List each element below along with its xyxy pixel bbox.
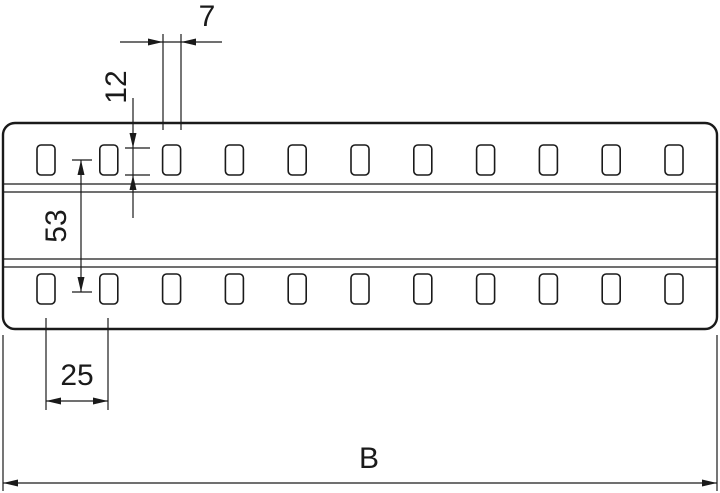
- tray-plate-outline: [1, 121, 719, 331]
- slot-holes: [36, 144, 684, 305]
- dimension-label-slot-height: 12: [100, 70, 133, 103]
- slot-hole: [350, 144, 370, 176]
- slot-hole: [601, 144, 622, 176]
- dimension-label-overall-width: B: [359, 442, 379, 475]
- rib-lines: [3, 183, 717, 268]
- slot-hole: [412, 144, 433, 176]
- slot-hole: [664, 144, 684, 176]
- slot-hole: [601, 273, 622, 305]
- dimension-slot-width: 7: [120, 0, 222, 130]
- slot-hole: [287, 144, 308, 176]
- slot-hole: [412, 273, 433, 305]
- dimension-label-slot-width: 7: [199, 0, 216, 33]
- slot-hole: [161, 144, 182, 176]
- slot-hole: [36, 273, 56, 305]
- slot-hole: [224, 144, 245, 176]
- slot-hole: [475, 144, 496, 176]
- slot-hole: [538, 273, 559, 305]
- dimension-row-spacing: 53: [40, 159, 92, 293]
- slot-hole: [538, 144, 559, 176]
- dimension-overall-width: B: [2, 335, 718, 491]
- dimension-label-slot-pitch: 25: [60, 359, 93, 392]
- slot-hole: [350, 273, 370, 305]
- dimension-label-row-spacing: 53: [40, 209, 73, 242]
- slot-hole: [664, 273, 684, 305]
- slot-hole: [287, 273, 308, 305]
- slot-hole: [36, 144, 56, 176]
- slot-hole: [99, 144, 119, 176]
- slot-hole: [224, 273, 245, 305]
- slot-hole: [475, 273, 496, 305]
- dimension-slot-pitch: 25: [45, 318, 109, 410]
- slot-hole: [99, 273, 119, 305]
- dimension-slot-height: 12: [100, 70, 150, 218]
- slot-hole: [161, 273, 182, 305]
